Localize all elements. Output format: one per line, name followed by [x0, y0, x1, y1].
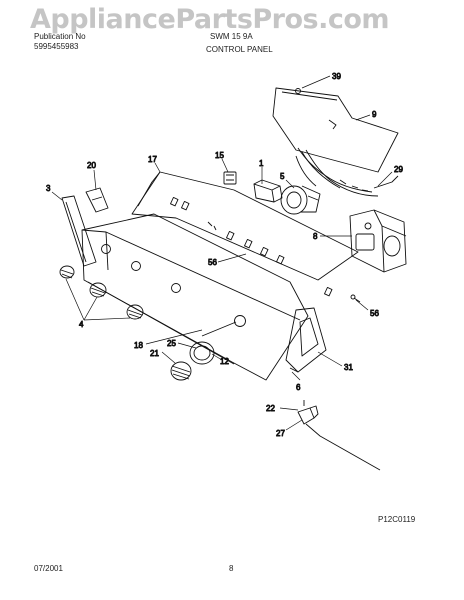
rotary-switch-part	[253, 179, 283, 203]
callout-21: 21	[150, 349, 159, 358]
leader-lines	[51, 75, 393, 431]
callout-20: 20	[87, 161, 96, 170]
lid-switch-part	[297, 400, 381, 471]
callout-1: 1	[259, 159, 264, 168]
knob-part	[59, 265, 144, 320]
callout-29: 29	[394, 165, 403, 174]
callout-3: 3	[46, 184, 51, 193]
callout-22: 22	[266, 404, 275, 413]
callout-15: 15	[215, 151, 224, 160]
callout-8: 8	[313, 232, 318, 241]
callout-17: 17	[148, 155, 157, 164]
callout-9: 9	[372, 110, 377, 119]
left-bracket-part	[85, 187, 109, 213]
wiring-harness-part	[295, 147, 399, 197]
right-endcap-part	[285, 307, 327, 373]
page-title: CONTROL PANEL	[206, 45, 273, 54]
rear-cover-part	[272, 87, 399, 173]
callout-5: 5	[280, 172, 285, 181]
page-number: 8	[229, 564, 234, 573]
model-number: SWM 15 9A	[210, 32, 253, 41]
callout-31: 31	[344, 363, 353, 372]
callout-6: 6	[296, 383, 301, 392]
switch-part	[223, 171, 237, 185]
screw-56-part	[350, 294, 361, 303]
publication-number: 5995455983	[34, 42, 79, 51]
footer-date: 07/2001	[34, 564, 63, 573]
callout-12: 12	[220, 357, 229, 366]
callout-56-upper: 56	[208, 258, 217, 267]
callout-56-lower: 56	[370, 309, 379, 318]
callout-25: 25	[167, 339, 176, 348]
control-panel-plate-part	[131, 171, 359, 297]
watermark: AppliancePartsPros.com	[30, 4, 390, 35]
console-part	[81, 213, 309, 381]
callout-18: 18	[134, 341, 143, 350]
diagram-code: P12C0119	[378, 515, 416, 524]
dial-part	[189, 341, 215, 365]
callout-27: 27	[276, 429, 285, 438]
timer-assembly-part	[349, 209, 407, 273]
publication-label: Publication No	[34, 32, 86, 41]
callout-4: 4	[79, 320, 84, 329]
timer-knob-part	[170, 361, 192, 381]
timer-part	[280, 185, 321, 215]
screw-39-part	[295, 88, 301, 94]
callout-39: 39	[332, 72, 341, 81]
shaft-part	[201, 321, 237, 337]
